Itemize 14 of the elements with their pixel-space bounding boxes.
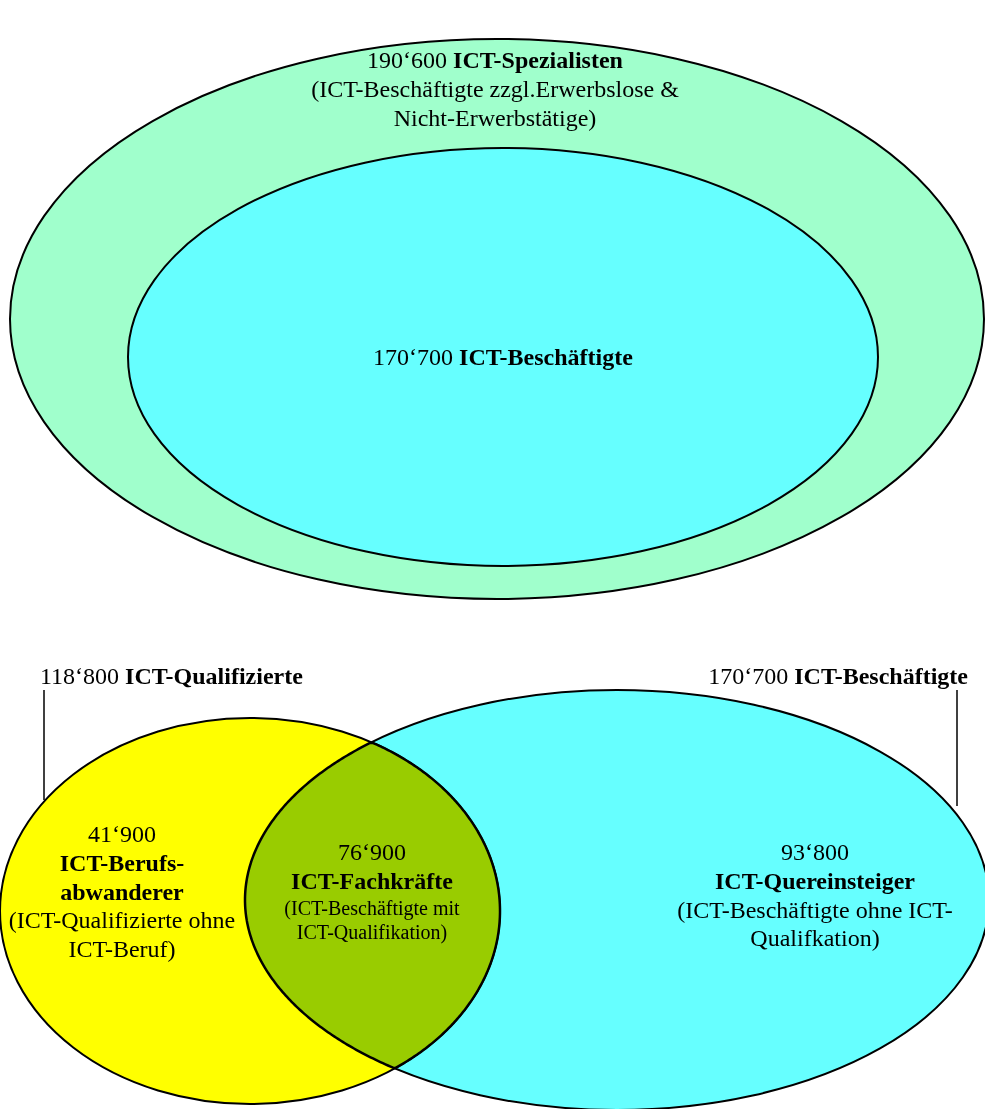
group-name: ICT-Berufs- abwanderer	[58, 848, 186, 907]
group-title: 170‘700 ICT-Beschäftigte	[708, 662, 968, 691]
group-name: ICT-Quereinsteiger	[714, 866, 916, 896]
count-value: 41‘900	[87, 820, 157, 849]
count-value: 93‘800	[780, 838, 850, 867]
group-description: (ICT-Beschäftigte mit ICT-Qualifikation)	[283, 895, 461, 944]
group-description: (ICT-Beschäftigte zzgl.Erwerbslose & Nicht-Erwerbstätige)	[310, 74, 680, 133]
group-title: 118‘800 ICT-Qualifizierte	[40, 662, 303, 691]
group-title: 190‘600 ICT-Spezialisten	[366, 46, 624, 75]
group-description: (ICT-Qualifizierte ohne ICT-Beruf)	[7, 906, 237, 964]
count-value: 76‘900	[337, 838, 407, 867]
group-name: ICT-Fachkräfte	[290, 866, 454, 896]
group-description: (ICT-Beschäftigte ohne ICT-Qualifkation)	[676, 895, 954, 954]
group-title: 170‘700 ICT-Beschäftigte	[372, 343, 634, 372]
